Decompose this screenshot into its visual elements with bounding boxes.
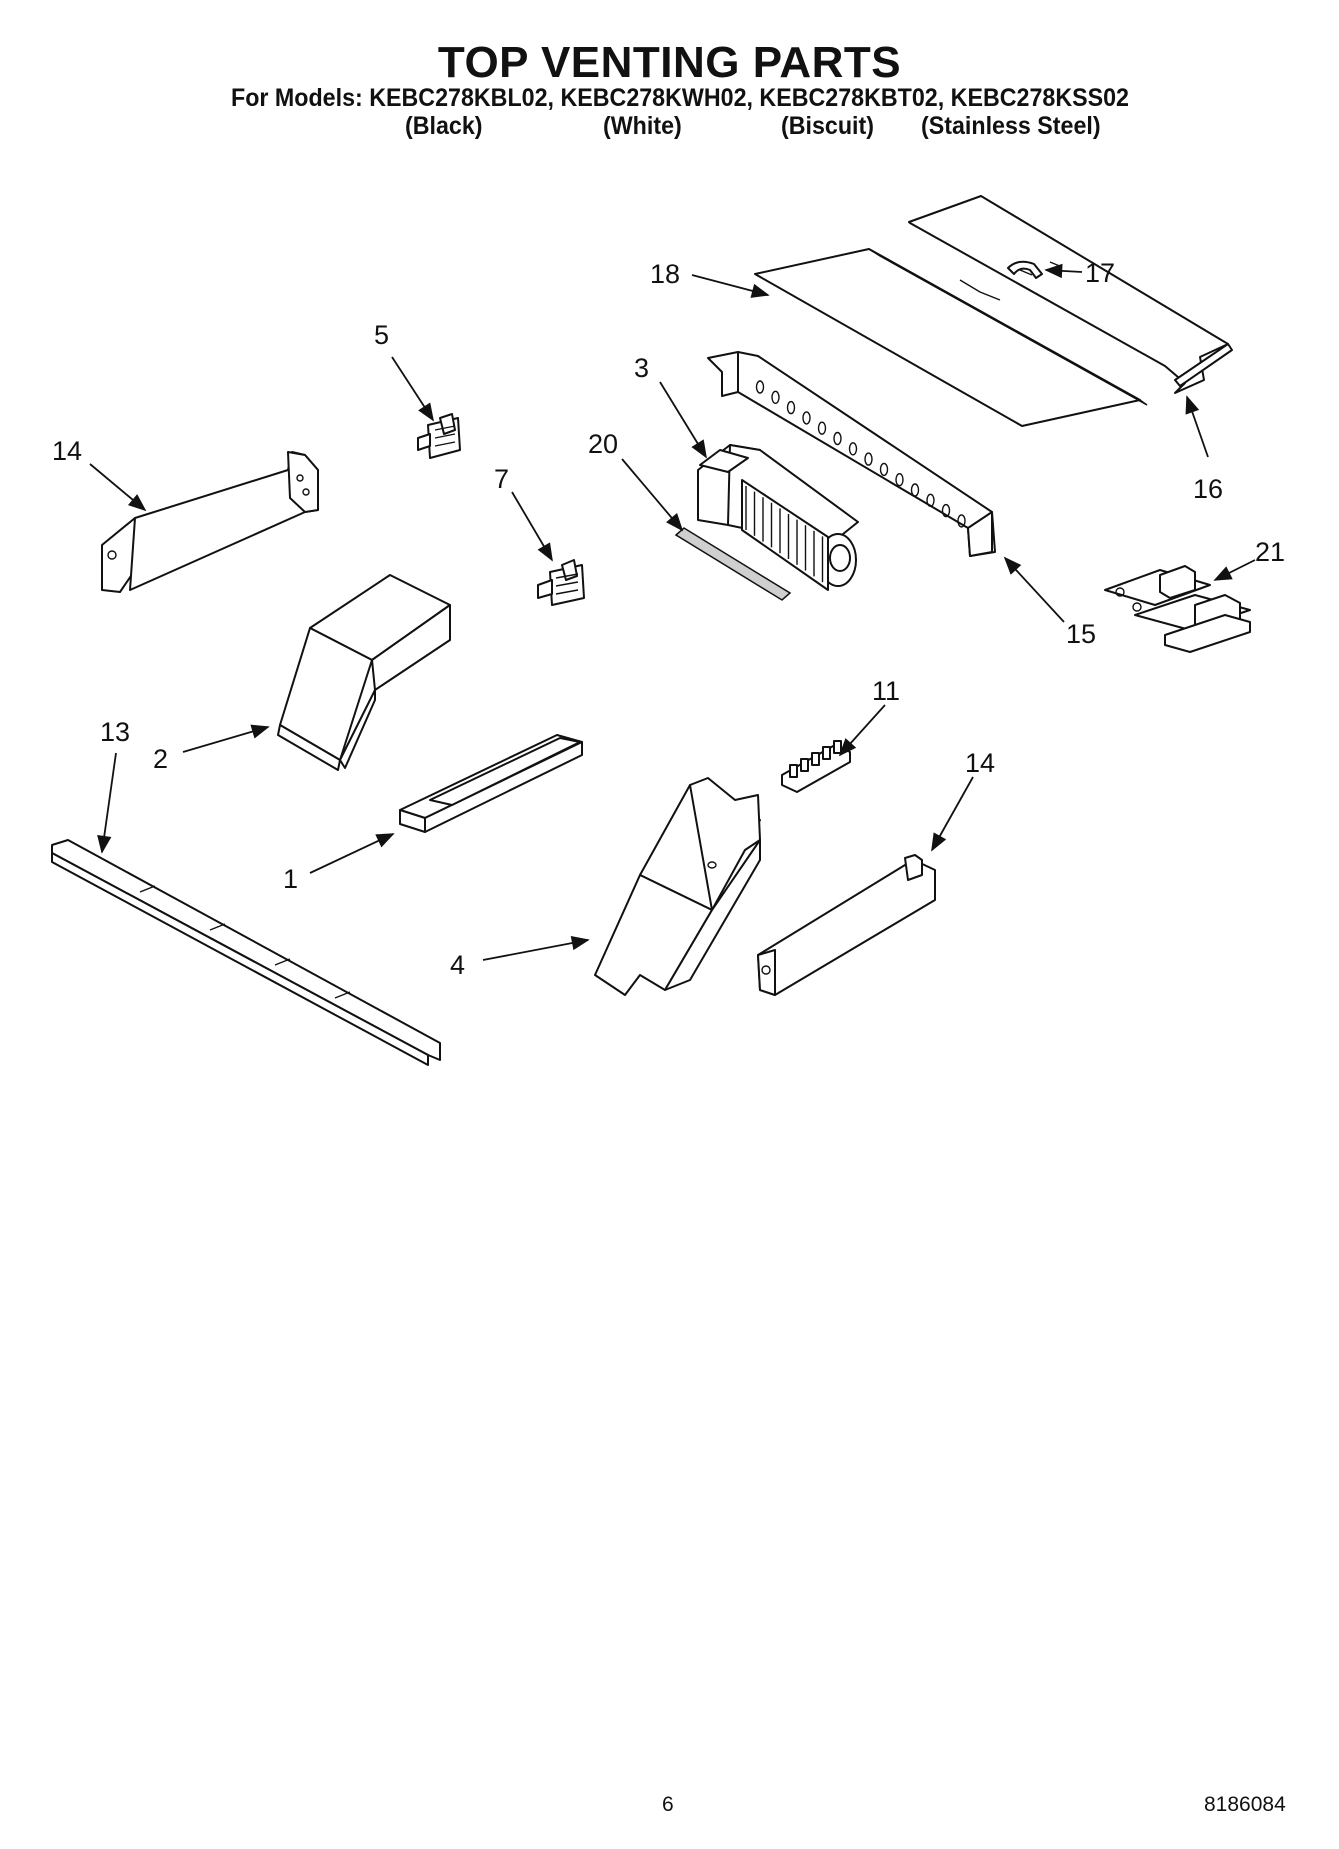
part-15-perforated-bracket: [707, 351, 996, 557]
callout-5: 5: [374, 320, 389, 350]
callout-3: 3: [634, 353, 649, 383]
perforation-hole: [879, 462, 889, 477]
terminal-screw: [822, 746, 831, 760]
terminal-screw: [811, 752, 820, 766]
callout-15: 15: [1066, 619, 1096, 649]
perforation-hole: [957, 514, 966, 528]
color-stainless-steel: (Stainless Steel): [921, 112, 1101, 140]
page-title: TOP VENTING PARTS: [437, 38, 902, 87]
perforation-hole: [786, 400, 796, 415]
part-2-vent-baffle: [277, 574, 451, 771]
terminal-screw: [800, 758, 809, 772]
callout-16: 16: [1193, 474, 1223, 504]
callout-2: 2: [153, 744, 168, 774]
perforation-hole: [864, 452, 873, 466]
color-white: (White): [603, 112, 682, 140]
callout-7: 7: [494, 464, 509, 494]
part-17-clip: [1007, 260, 1043, 279]
perforation-hole: [802, 411, 811, 425]
terminal-screw: [833, 740, 842, 754]
callout-20: 20: [588, 429, 618, 459]
perforation-hole: [910, 483, 920, 497]
terminal-screw: [789, 764, 798, 778]
perforation-hole: [771, 390, 780, 404]
part-5-thermostat: [417, 413, 461, 459]
perforation-hole: [926, 493, 935, 507]
callout-17: 17: [1085, 258, 1115, 288]
part-18-duct-panel: [754, 248, 1148, 427]
perforation-hole: [755, 380, 765, 394]
callout-21: 21: [1255, 537, 1285, 567]
page-number: 6: [662, 1793, 674, 1816]
callout-labels: 18 17 16 15 21 3 20 5 7 14 2 1 4 13 11 1…: [52, 258, 1285, 980]
callout-4: 4: [450, 950, 465, 980]
part-21-terminal-bracket: [1104, 565, 1251, 653]
callout-18: 18: [650, 259, 680, 289]
part-7-thermostat: [537, 559, 585, 606]
part-13-front-trim: [51, 839, 441, 1066]
part-14-left-side-bracket: [101, 451, 319, 593]
perforation-hole: [848, 442, 858, 456]
perforation-hole: [941, 503, 951, 518]
part-4-lower-duct: [594, 777, 761, 996]
color-black: (Black): [405, 112, 483, 140]
models-line: For Models: KEBC278KBL02, KEBC278KWH02, …: [231, 84, 1129, 112]
callout-14-left: 14: [52, 436, 82, 466]
part-11-terminal-block: [781, 740, 851, 793]
callout-14-right: 14: [965, 748, 995, 778]
callout-13: 13: [100, 717, 130, 747]
part-16-top-panel: [908, 195, 1233, 394]
color-biscuit: (Biscuit): [781, 112, 874, 140]
part-3-blower-fan: [697, 444, 859, 591]
document-number: 8186084: [1204, 1793, 1286, 1816]
leader-lines: [89, 263, 1256, 961]
callout-1: 1: [283, 864, 298, 894]
part-14-right-side-bracket: [757, 854, 936, 996]
perforation-hole: [817, 421, 827, 435]
callout-11: 11: [872, 676, 900, 706]
perforation-hole: [895, 473, 904, 487]
part-1-insulation-strip: [399, 734, 583, 833]
perforation-hole: [833, 431, 842, 446]
